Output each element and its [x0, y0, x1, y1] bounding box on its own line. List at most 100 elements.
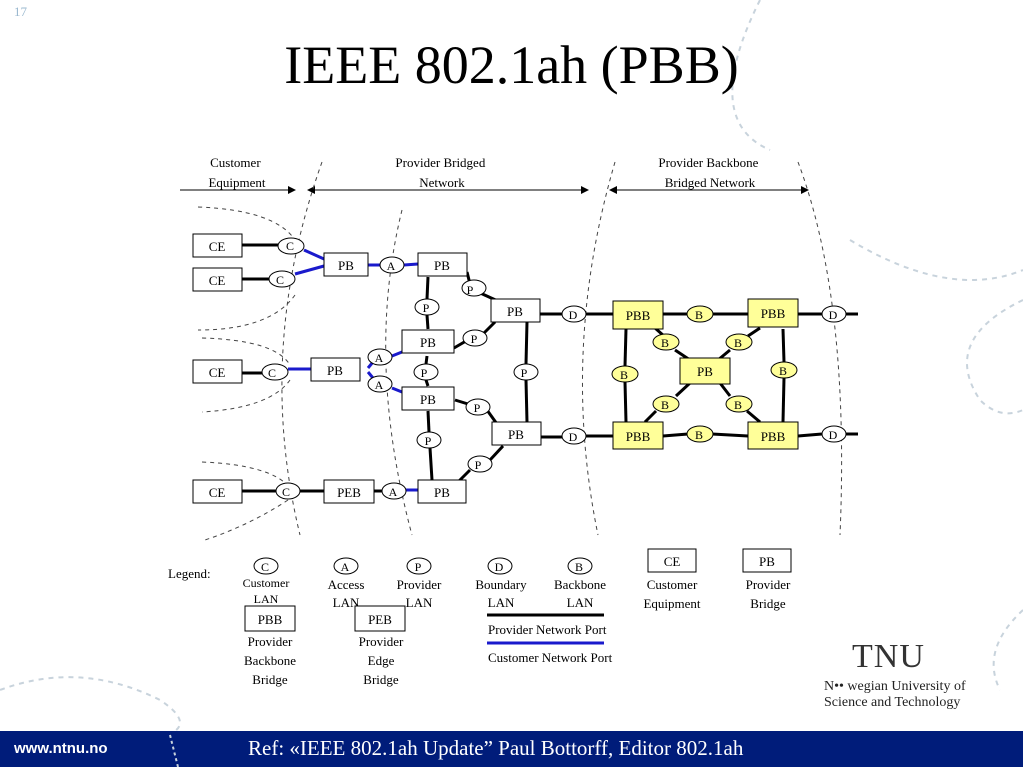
boundary-lan-ellipse: D [561, 427, 587, 445]
svg-text:P: P [421, 366, 428, 380]
access-lan-ellipse: A [379, 256, 405, 274]
svg-text:PBB: PBB [626, 429, 651, 444]
svg-text:B: B [661, 398, 669, 412]
pb-box: PB [323, 252, 369, 277]
slide-number: 17 [14, 4, 27, 19]
ce-arc-2 [197, 294, 296, 331]
svg-text:PBB: PBB [761, 306, 786, 321]
svg-text:C: C [282, 485, 290, 499]
backbone-lan-ellipse: B [770, 361, 798, 379]
svg-text:C: C [261, 560, 269, 574]
svg-text:D: D [829, 308, 838, 322]
svg-text:D: D [829, 428, 838, 442]
svg-text:PBB: PBB [626, 308, 651, 323]
provider-lan-ellipse: P [462, 329, 488, 347]
ce-box: CE [192, 233, 243, 258]
backbone-lan-ellipse: B [686, 305, 714, 323]
pbb-box: PBB [612, 300, 664, 330]
ce-arc-1 [197, 206, 296, 241]
ce-box: CE [192, 479, 243, 504]
svg-text:B: B [734, 336, 742, 350]
logo-line-1: N•• wegian University of [824, 679, 966, 694]
logo-line-2: Science and Technology [824, 695, 961, 710]
provider-lan-ellipse: P [414, 298, 440, 316]
customer-lan-ellipse: C [261, 363, 289, 381]
pb-box: PB [417, 479, 467, 504]
backbone-lan-ellipse: B [652, 395, 680, 413]
footer-bar: www.ntnu.no Ref: «IEEE 802.1ah Update” P… [0, 731, 1023, 767]
svg-text:D: D [495, 560, 504, 574]
svg-text:C: C [286, 239, 294, 253]
svg-text:P: P [475, 458, 482, 472]
svg-text:PB: PB [508, 427, 524, 442]
svg-text:B: B [695, 308, 703, 322]
svg-text:PB: PB [759, 554, 775, 569]
svg-text:A: A [341, 560, 350, 574]
pb-box: PB [310, 357, 361, 382]
svg-text:A: A [389, 485, 398, 499]
svg-text:D: D [569, 308, 578, 322]
svg-text:CE: CE [209, 485, 226, 500]
slide-title: IEEE 802.1ah (PBB) [284, 35, 739, 95]
footer-url-link[interactable]: www.ntnu.no [14, 740, 108, 757]
legend-customer-network-port: Customer Network Port [488, 650, 613, 665]
pbb-box: PBB [747, 421, 799, 450]
svg-text:B: B [779, 364, 787, 378]
svg-text:CE: CE [209, 239, 226, 254]
peb-box: PEB [323, 479, 375, 504]
region-customer-equipment-label: Customer Equipment [208, 155, 265, 190]
svg-text:P: P [425, 434, 432, 448]
backbone-lan-ellipse: B [686, 425, 714, 443]
provider-lan-ellipse: P [461, 279, 487, 297]
svg-text:CE: CE [209, 273, 226, 288]
tnu-logo: TNU [852, 638, 925, 675]
provider-lan-ellipse: P [465, 398, 491, 416]
svg-text:PEB: PEB [368, 612, 392, 627]
pbb-box: PB [679, 357, 731, 385]
footer-separator [169, 734, 179, 767]
svg-text:CE: CE [209, 365, 226, 380]
access-lan-ellipse: A [367, 375, 393, 393]
svg-text:PB: PB [697, 364, 713, 379]
customer-lan-ellipse: C [275, 482, 301, 500]
pbb-box: PBB [747, 298, 799, 328]
footer-reference: Ref: «IEEE 802.1ah Update” Paul Bottorff… [248, 736, 744, 760]
backbone-lan-ellipse: B [611, 365, 639, 383]
ce-arc-5 [201, 461, 291, 489]
svg-text:P: P [521, 366, 528, 380]
svg-text:PB: PB [434, 485, 450, 500]
svg-text:B: B [695, 428, 703, 442]
svg-text:D: D [569, 430, 578, 444]
pb-box: PB [417, 252, 468, 277]
svg-text:A: A [375, 378, 384, 392]
svg-text:B: B [661, 336, 669, 350]
ce-arc-3 [201, 337, 291, 366]
ce-box: CE [192, 267, 243, 292]
pbb-box: PBB [612, 421, 664, 450]
backbone-lan-ellipse: B [725, 395, 753, 413]
svg-text:PB: PB [420, 392, 436, 407]
svg-text:CE: CE [664, 554, 681, 569]
provider-lan-ellipse: P [413, 363, 439, 381]
customer-lan-ellipse: C [268, 270, 296, 288]
svg-text:P: P [474, 401, 481, 415]
svg-text:PB: PB [327, 363, 343, 378]
svg-text:PBB: PBB [761, 429, 786, 444]
svg-text:C: C [268, 366, 276, 380]
svg-text:P: P [415, 560, 422, 574]
region-provider-bridged-label: Provider Bridged Network [395, 155, 488, 190]
pbb-network-diagram: Customer Equipment Provider Bridged Netw… [168, 155, 858, 687]
svg-text:PB: PB [420, 335, 436, 350]
ce-arc-4 [201, 379, 291, 413]
svg-text:B: B [575, 560, 583, 574]
svg-text:PB: PB [434, 258, 450, 273]
access-lan-ellipse: A [381, 482, 407, 500]
backbone-lan-ellipse: B [725, 333, 753, 351]
